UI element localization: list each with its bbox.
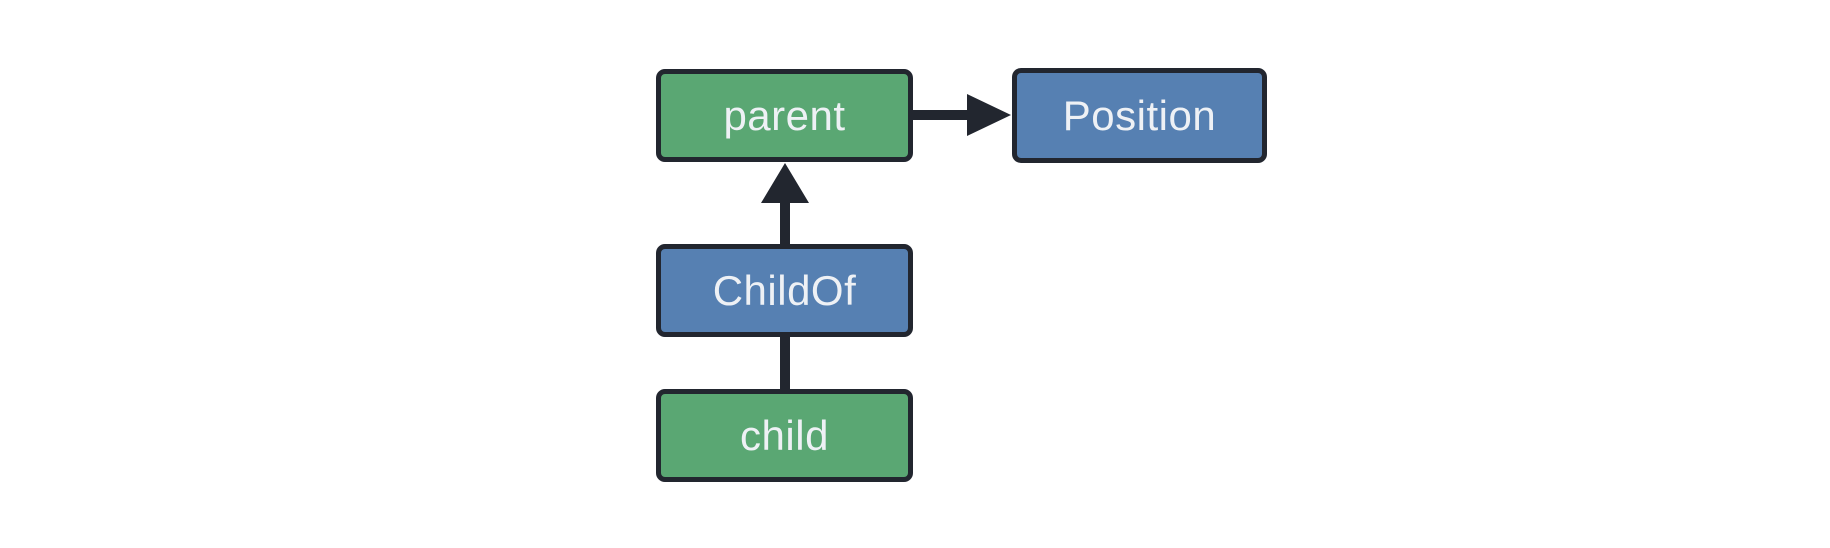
arrow-childof-to-parent	[761, 163, 809, 246]
node-childof-label: ChildOf	[712, 266, 857, 314]
node-child-label: child	[740, 411, 829, 459]
node-parent: parent	[656, 69, 913, 162]
node-position-label: Position	[1062, 91, 1217, 139]
edge-child-to-childof	[780, 335, 790, 391]
arrow-parent-to-position	[911, 94, 1011, 136]
node-position: Position	[1012, 68, 1267, 163]
node-parent-label: parent	[723, 91, 846, 139]
node-childof: ChildOf	[656, 244, 913, 337]
node-child: child	[656, 389, 913, 482]
